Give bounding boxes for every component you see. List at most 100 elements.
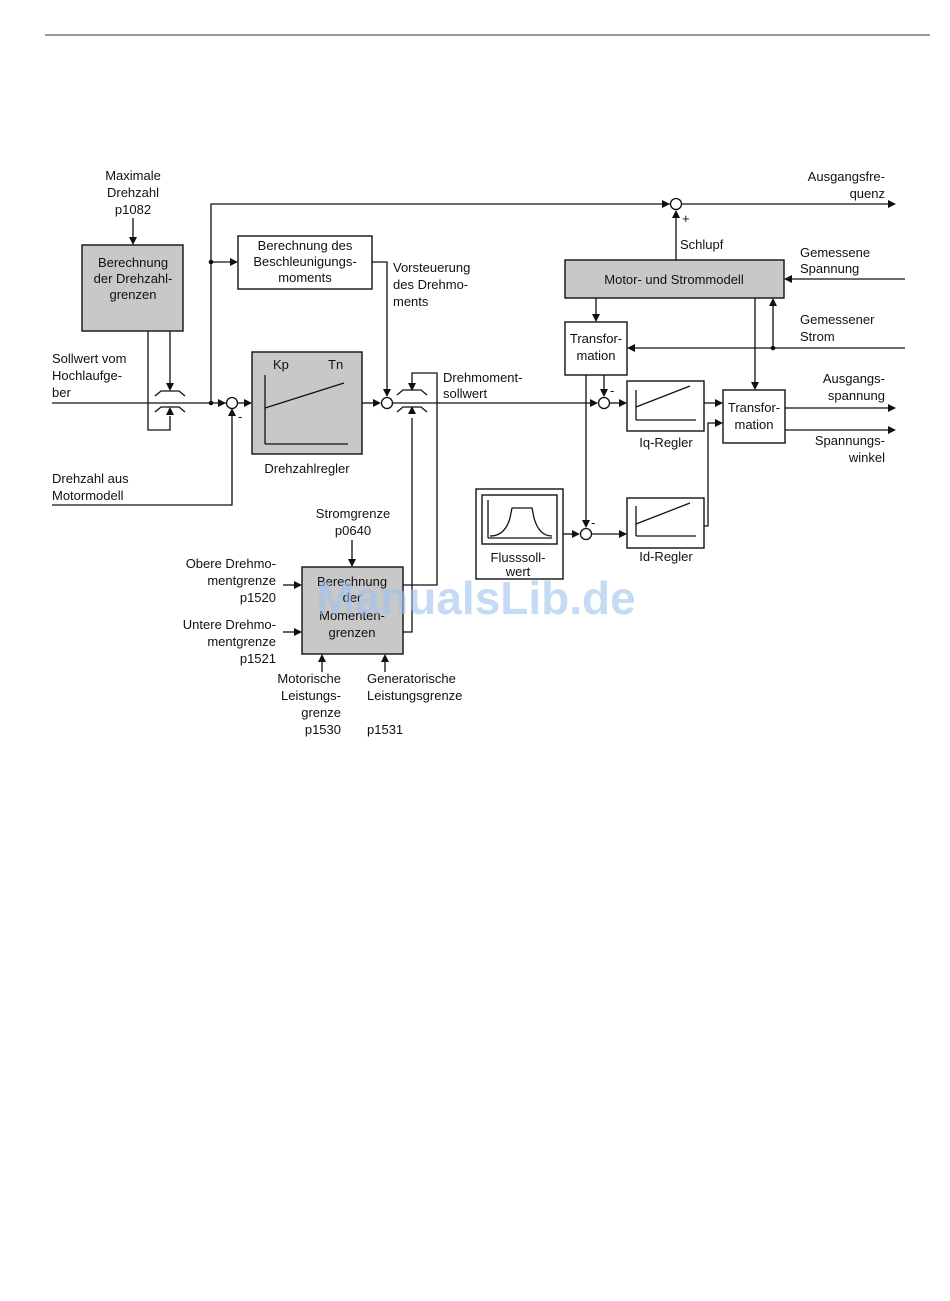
svg-text:Generatorische: Generatorische [367,671,456,686]
flusssollwert-line-1: Flusssoll- [491,550,546,565]
label-generatorische-leistungsgrenze: Generatorische Leistungsgrenze p1531 [367,671,462,737]
sum-torque [380,396,394,410]
svg-text:p1082: p1082 [115,202,151,217]
sum-id [579,527,593,541]
block-beschleunigung-line-3: moments [278,270,332,285]
block-drehzahlgrenzen: Berechnung der Drehzahl- grenzen [81,244,184,332]
svg-text:p1521: p1521 [240,651,276,666]
label-drehzahl-aus-motormodell: Drehzahl aus Motormodell [52,471,129,503]
watermark: ManualsLib.de [316,572,635,624]
minus-sign-iq: - [610,383,614,398]
arrow-heads [129,200,896,662]
drehzahlregler-label: Drehzahlregler [264,461,350,476]
label-motorische-leistungsgrenze: Motorische Leistungs- grenze p1530 [277,671,341,737]
block-momentengrenzen-line-4: grenzen [329,625,376,640]
label-max-drehzahl: Maximale Drehzahl p1082 [105,168,161,217]
block-transformation-out-line-2: mation [734,417,773,432]
label-untere-drehmomentgrenze: Untere Drehmo- mentgrenze p1521 [183,617,276,666]
block-drehzahlgrenzen-line-2: der Drehzahl- [94,271,173,286]
svg-text:p1530: p1530 [305,722,341,737]
sum-iq [597,396,611,410]
block-motormodell-label: Motor- und Strommodell [604,272,744,287]
svg-text:Untere Drehmo-: Untere Drehmo- [183,617,276,632]
svg-text:Leistungs-: Leistungs- [281,688,341,703]
svg-text:Obere Drehmo-: Obere Drehmo- [186,556,276,571]
block-motormodell: Motor- und Strommodell [564,259,785,299]
svg-text:Gemessener: Gemessener [800,312,875,327]
block-transformation-out: Transfor- mation [722,389,786,444]
block-beschleunigung: Berechnung des Beschleunigungs- moments [237,235,373,290]
sum-speed [225,396,239,410]
tn-label: Tn [328,357,343,372]
svg-text:Vorsteuerung: Vorsteuerung [393,260,470,275]
label-gemessene-spannung: Gemessene Spannung [800,245,870,276]
block-transformation-in: Transfor- mation [564,321,628,376]
svg-text:ber: ber [52,385,71,400]
block-momentengrenzen-line-1: Berechnung [317,574,387,589]
label-spannungswinkel: Spannungs- winkel [815,433,885,465]
svg-text:Hochlaufge-: Hochlaufge- [52,368,122,383]
svg-text:Spannung: Spannung [800,261,859,276]
svg-text:quenz: quenz [850,186,885,201]
block-id-regler [626,497,705,549]
minus-sign-speed: - [238,409,242,424]
iq-regler-label: Iq-Regler [639,435,693,450]
svg-text:p1520: p1520 [240,590,276,605]
svg-text:Drehzahl: Drehzahl [107,185,159,200]
label-gemessener-strom: Gemessener Strom [800,312,875,344]
svg-text:p1531: p1531 [367,722,403,737]
svg-text:Stromgrenze: Stromgrenze [316,506,390,521]
plus-sign-slip: + [682,211,690,226]
block-flusssollwert: Flusssoll- wert [475,488,564,580]
sum-frequency [669,197,683,211]
label-sollwert: Sollwert vom Hochlaufge- ber [52,351,126,400]
svg-text:mentgrenze: mentgrenze [207,634,276,649]
label-drehmomentsollwert: Drehmoment- sollwert [443,370,522,401]
block-drehzahlgrenzen-line-1: Berechnung [98,255,168,270]
id-regler-label: Id-Regler [639,549,693,564]
label-schlupf: Schlupf [680,237,724,252]
kp-label: Kp [273,357,289,372]
junction-dots [208,259,776,406]
svg-text:sollwert: sollwert [443,386,487,401]
svg-text:Strom: Strom [800,329,835,344]
svg-text:spannung: spannung [828,388,885,403]
svg-text:Drehzahl aus: Drehzahl aus [52,471,129,486]
svg-text:des Drehmo-: des Drehmo- [393,277,468,292]
svg-text:Spannungs-: Spannungs- [815,433,885,448]
block-beschleunigung-line-2: Beschleunigungs- [253,254,356,269]
svg-text:winkel: winkel [848,450,885,465]
label-stromgrenze: Stromgrenze p0640 [316,506,390,538]
svg-text:Leistungsgrenze: Leistungsgrenze [367,688,462,703]
svg-text:grenze: grenze [301,705,341,720]
signal-lines [52,203,905,672]
svg-text:Gemessene: Gemessene [800,245,870,260]
svg-text:Drehmoment-: Drehmoment- [443,370,522,385]
svg-text:mentgrenze: mentgrenze [207,573,276,588]
svg-text:Sollwert vom: Sollwert vom [52,351,126,366]
svg-text:Ausgangs-: Ausgangs- [823,371,885,386]
svg-text:p0640: p0640 [335,523,371,538]
svg-text:Motormodell: Motormodell [52,488,124,503]
svg-text:Maximale: Maximale [105,168,161,183]
block-momentengrenzen: Berechnung der Momenten- grenzen [301,566,404,655]
minus-sign-id: - [591,515,595,530]
block-momentengrenzen-line-3: Momenten- [319,608,385,623]
block-transformation-in-line-2: mation [576,348,615,363]
label-ausgangsfrequenz: Ausgangsfre- quenz [808,169,885,201]
block-beschleunigung-line-1: Berechnung des [258,238,353,253]
svg-text:Ausgangsfre-: Ausgangsfre- [808,169,885,184]
label-obere-drehmomentgrenze: Obere Drehmo- mentgrenze p1520 [186,556,276,605]
block-transformation-out-line-1: Transfor- [728,400,780,415]
label-vorsteuerung: Vorsteuerung des Drehmo- ments [393,260,470,309]
block-drehzahlgrenzen-line-3: grenzen [110,287,157,302]
block-transformation-in-line-1: Transfor- [570,331,622,346]
block-momentengrenzen-line-2: der [343,590,362,605]
label-ausgangsspannung: Ausgangs- spannung [823,371,885,403]
block-drehzahlregler: Kp Tn [251,351,363,455]
svg-text:ments: ments [393,294,429,309]
flusssollwert-line-2: wert [505,564,531,579]
svg-text:Motorische: Motorische [277,671,341,686]
block-iq-regler [626,380,705,432]
